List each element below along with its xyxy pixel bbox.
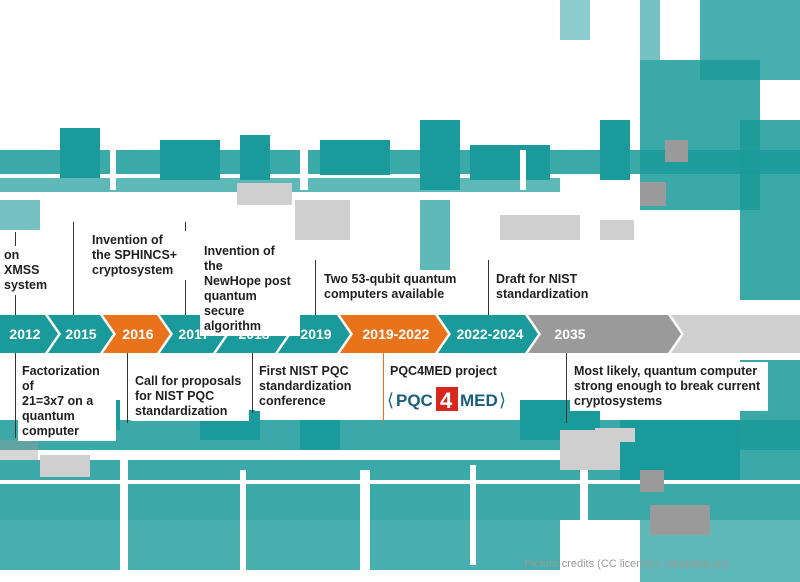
chevron-future (671, 315, 800, 353)
svg-text:PQC: PQC (396, 391, 433, 410)
year-label-2019-2022: 2019-2022 (362, 326, 430, 342)
year-label-2012: 2012 (9, 326, 41, 342)
svg-text:⟨: ⟨ (387, 390, 394, 410)
chevron-2015 (48, 315, 113, 353)
chevron-2016 (103, 315, 170, 353)
svg-text:MED: MED (460, 391, 498, 410)
svg-text:4: 4 (440, 388, 453, 411)
connector-2017 (127, 353, 128, 423)
year-label-2022-2024: 2022-2024 (456, 326, 524, 342)
year-label-2019: 2019 (300, 326, 332, 342)
chevron-2035 (528, 315, 681, 353)
chevron-2022-2024 (438, 315, 538, 353)
connector-2022 (488, 260, 489, 315)
year-label-2016: 2016 (122, 326, 154, 342)
pqc4med-logo: ⟨ PQC 4 MED ⟩ (387, 387, 507, 413)
year-label-2035: 2035 (554, 326, 586, 342)
event-2019-2022: PQC4MED project (386, 362, 514, 381)
chevron-2012 (0, 315, 58, 353)
year-label-2015: 2015 (65, 326, 97, 342)
connector-2019-2022 (383, 353, 384, 423)
picture-credit: Picture credits (CC license): wikipedia.… (524, 558, 728, 570)
connector-2018b (252, 353, 253, 413)
chevron-2019-2022 (340, 315, 448, 353)
connector-2019 (315, 260, 316, 315)
connector-2035 (566, 353, 567, 423)
svg-text:⟩: ⟩ (499, 390, 506, 410)
timeline-bar (0, 315, 800, 353)
connector-2016 (73, 222, 74, 315)
connector-2015 (15, 353, 16, 438)
